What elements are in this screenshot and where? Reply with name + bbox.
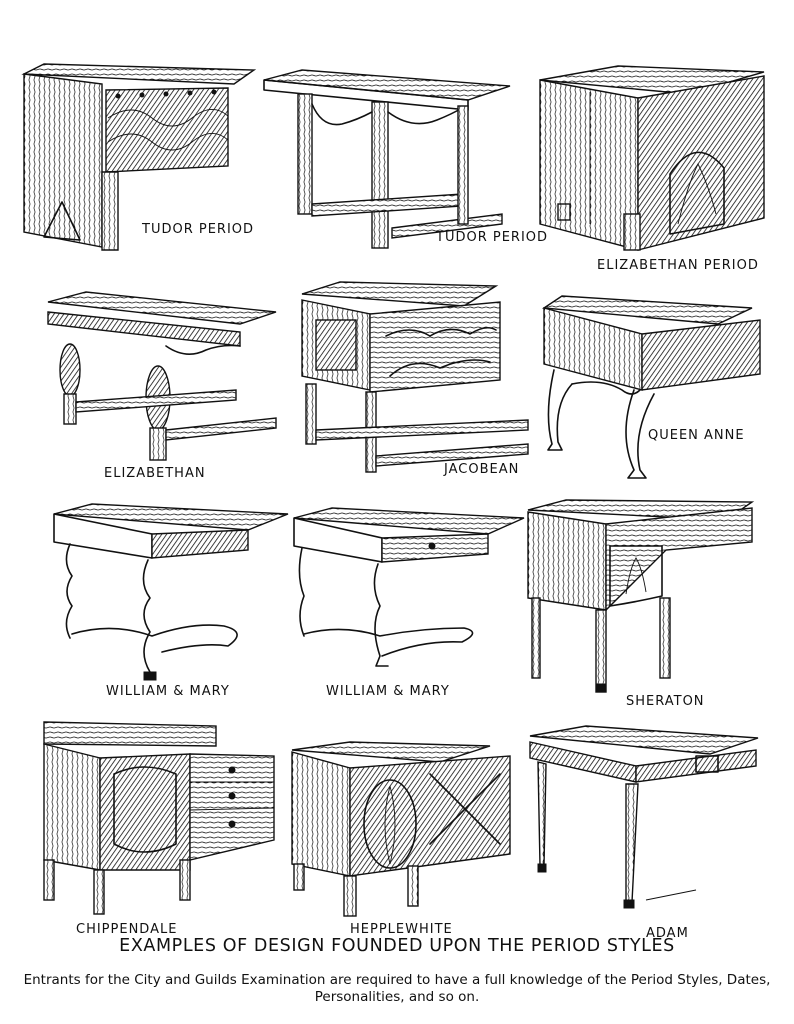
caption-chippendale: CHIPPENDALE xyxy=(76,922,178,937)
caption-tudor-period-1: TUDOR PERIOD xyxy=(142,222,255,237)
caption-adam: ADAM xyxy=(646,926,689,941)
plate-title: EXAMPLES OF DESIGN FOUNDED UPON THE PERI… xyxy=(119,936,675,956)
elizabethan-table-illustration xyxy=(46,290,282,462)
caption-hepplewhite: HEPPLEWHITE xyxy=(350,922,453,937)
sheraton-sideboard-illustration xyxy=(526,498,758,694)
chippendale-sideboard-illustration xyxy=(40,720,280,916)
tudor-chest-illustration xyxy=(21,62,257,252)
hepplewhite-sideboard-illustration xyxy=(290,740,520,918)
caption-william-and-mary-2: WILLIAM & MARY xyxy=(326,684,450,699)
caption-elizabethan-period: ELIZABETHAN PERIOD xyxy=(597,258,759,273)
william-and-mary-table-illustration-2 xyxy=(292,506,525,684)
caption-sheraton: SHERATON xyxy=(626,694,705,709)
caption-elizabethan: ELIZABETHAN xyxy=(104,466,206,481)
elizabethan-chest-illustration xyxy=(538,64,770,254)
queen-anne-table-illustration xyxy=(541,294,764,484)
caption-tudor-period-2: TUDOR PERIOD xyxy=(436,230,549,245)
caption-jacobean: JACOBEAN xyxy=(444,462,520,477)
tudor-table-illustration xyxy=(262,68,512,250)
william-and-mary-table-illustration-1 xyxy=(52,502,289,682)
adam-table-illustration xyxy=(526,724,760,910)
plate-subtitle: Entrants for the City and Guilds Examina… xyxy=(23,972,771,1005)
caption-queen-anne: QUEEN ANNE xyxy=(648,428,745,443)
jacobean-cabinet-illustration xyxy=(300,280,532,480)
caption-william-and-mary-1: WILLIAM & MARY xyxy=(106,684,230,699)
